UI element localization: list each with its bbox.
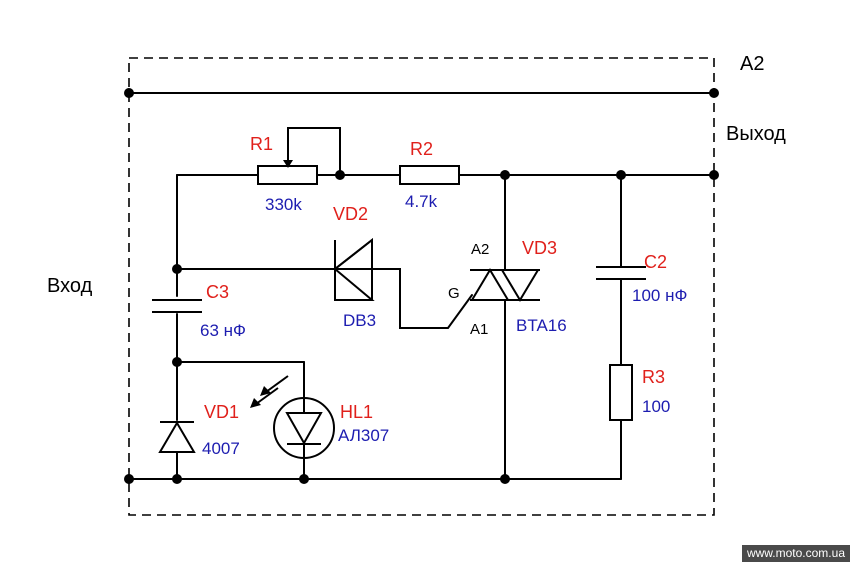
r2-value: 4.7k	[405, 192, 438, 211]
hl1-value: АЛ307	[338, 426, 389, 445]
vd2-value: DB3	[343, 311, 376, 330]
r3-value: 100	[642, 397, 670, 416]
vd1-value: 4007	[202, 439, 240, 458]
module-boundary-frame	[128, 57, 715, 516]
triac-vd3	[470, 268, 540, 302]
led-hl1	[273, 397, 335, 459]
triac-pin-a1: A1	[470, 321, 488, 338]
r2-ref: R2	[410, 139, 433, 159]
c2-value: 100 нФ	[632, 286, 687, 305]
triac-pin-a2: A2	[471, 241, 489, 258]
block-label: A2	[740, 53, 764, 75]
resistor-r3	[609, 364, 633, 421]
vd2-ref: VD2	[333, 204, 368, 224]
hl1-ref: HL1	[340, 402, 373, 422]
vd3-value: BTA16	[516, 316, 567, 335]
wiper-arrow-icon	[283, 160, 293, 168]
wiring	[128, 127, 715, 480]
diac-vd2	[332, 237, 375, 301]
output-label: Выход	[726, 123, 786, 145]
resistor-r1	[257, 160, 318, 185]
capacitor-c3	[152, 299, 202, 313]
resistor-r2	[399, 165, 460, 185]
vd1-ref: VD1	[204, 402, 239, 422]
r1-ref: R1	[250, 134, 273, 154]
junction-dots	[124, 88, 719, 484]
r3-ref: R3	[642, 367, 665, 387]
capacitor-c2	[596, 266, 646, 280]
light-arrows-icon	[250, 375, 289, 408]
watermark: www.moto.com.ua	[741, 545, 850, 562]
diode-vd1	[158, 421, 196, 453]
c3-value: 63 нФ	[200, 321, 246, 340]
c3-ref: C3	[206, 282, 229, 302]
c2-ref: C2	[644, 252, 667, 272]
r1-value: 330k	[265, 195, 302, 214]
input-label: Вход	[47, 275, 93, 297]
vd3-ref: VD3	[522, 238, 557, 258]
triac-pin-g: G	[448, 285, 460, 302]
